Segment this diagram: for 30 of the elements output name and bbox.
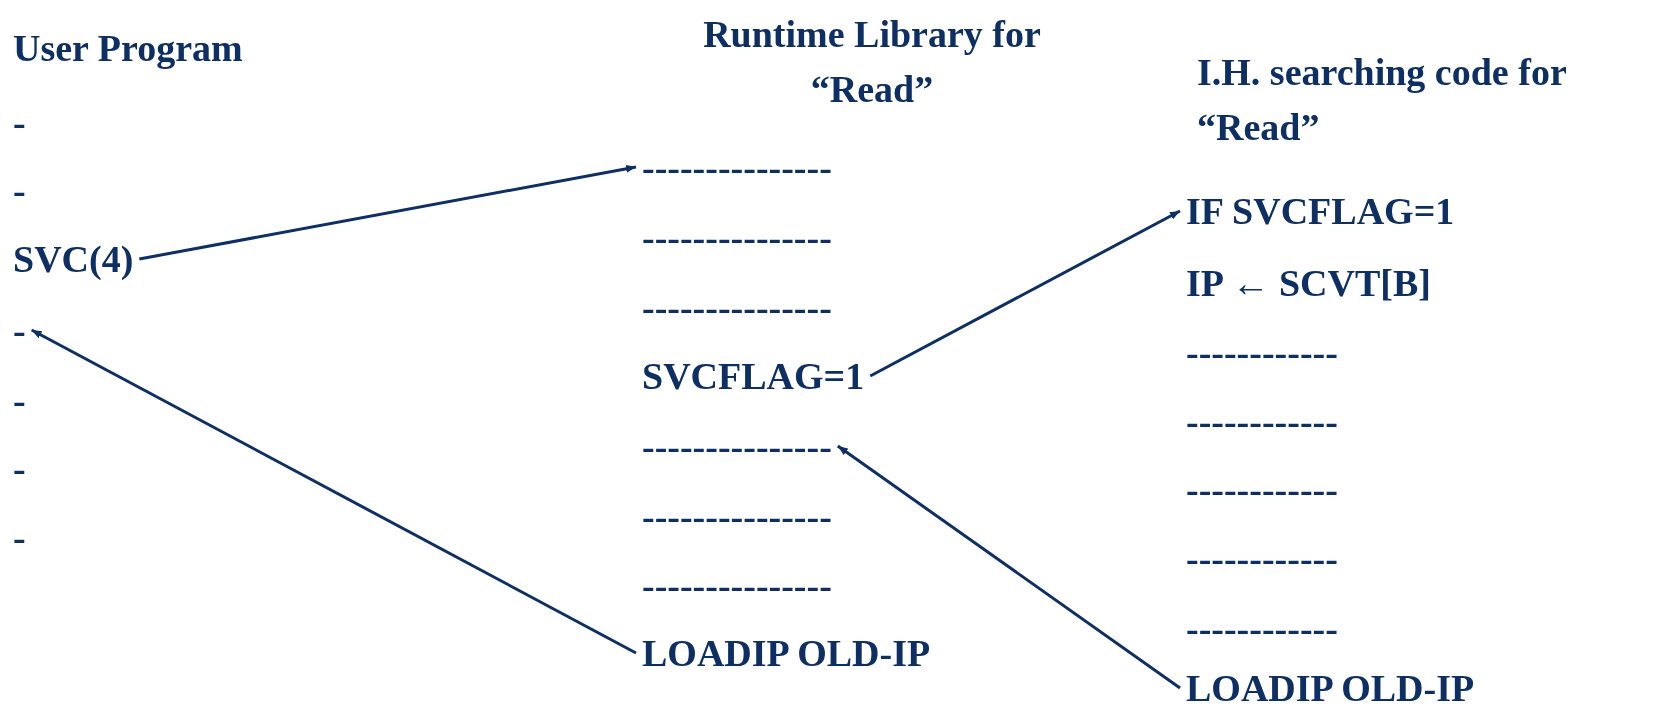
arrow [869,209,1181,378]
arrow [836,444,1181,690]
code-line: LOADIP OLD-IP [642,624,931,682]
code-line: --------------- [642,284,832,330]
column-heading: Runtime Library for “Read” [702,11,1042,112]
code-line: SVC(4) [13,230,134,288]
code-line: - [13,445,26,491]
code-line: ------------ [1186,466,1338,512]
code-line: LOADIP OLD-IP [1186,659,1475,712]
code-line: - [13,167,26,213]
code-line: IP ← SCVT[B] [1186,260,1431,306]
code-line: --------------- [642,138,832,196]
code-line: - [13,99,26,145]
code-line: ------------ [1186,535,1338,581]
code-line: ------------ [1186,605,1338,651]
code-line: --------------- [642,417,832,475]
column-heading: I.H. searching code for “Read” [1197,49,1568,150]
code-line: ------------ [1186,329,1338,375]
code-line: --------------- [642,562,832,608]
code-line: - [13,301,26,359]
code-line: SVCFLAG=1 [642,347,865,405]
column-heading: User Program [13,25,243,71]
arrow [139,164,637,261]
code-line: IF SVCFLAG=1 [1186,182,1455,240]
code-line: --------------- [642,214,832,260]
code-line: --------------- [642,493,832,539]
code-line: - [13,514,26,560]
code-line: ------------ [1186,398,1338,444]
arrow [30,328,637,655]
code-line: - [13,377,26,423]
